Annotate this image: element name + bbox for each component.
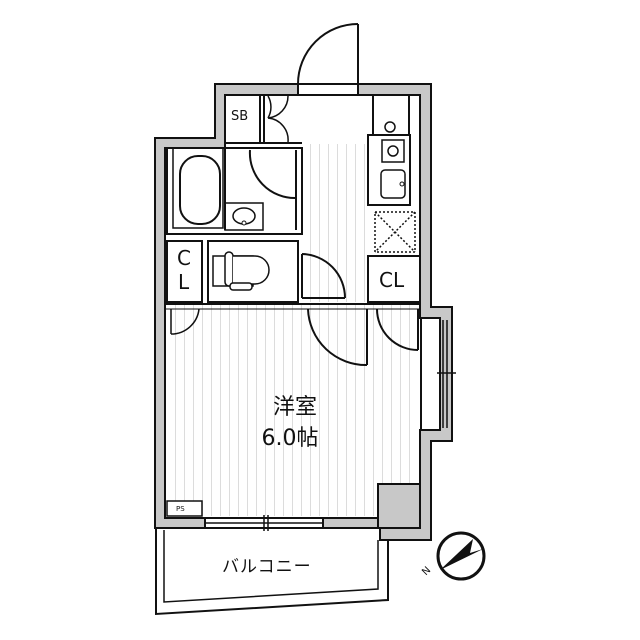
western-room-size: 6.0帖 — [261, 426, 319, 451]
closet-left-label-bottom: L — [178, 270, 190, 294]
pipe-space — [166, 500, 203, 517]
shoe-box-label: SB — [231, 109, 249, 124]
closet-left — [166, 240, 203, 303]
shoe-box — [224, 94, 302, 144]
closet-right — [367, 255, 421, 303]
entrance-door — [297, 23, 359, 96]
kitchen — [367, 94, 416, 253]
closet-left-label-top: C — [177, 246, 191, 270]
bathroom — [166, 147, 303, 235]
room-doors — [165, 303, 420, 367]
balcony — [155, 527, 389, 616]
compass-icon — [436, 531, 486, 581]
pipe-space-label: PS — [176, 505, 185, 513]
balcony-label: バルコニー — [222, 557, 312, 577]
closet-right-label: CL — [379, 268, 405, 292]
toilet-room — [207, 240, 346, 303]
western-room-floor — [167, 304, 418, 516]
western-room-name: 洋室 — [272, 395, 317, 420]
east-window — [420, 317, 456, 431]
corridor-floor — [302, 144, 368, 302]
